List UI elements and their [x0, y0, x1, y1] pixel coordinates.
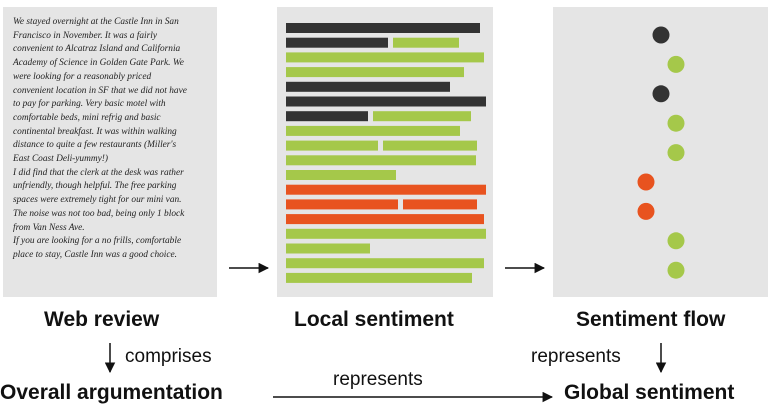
review-line: spaces were extremely tight for our mini… [13, 195, 182, 206]
sentiment-bar-positive [286, 125, 460, 136]
overall-argumentation-label: Overall argumentation [0, 381, 223, 404]
web-review-panel: We stayed overnight at the Castle Inn in… [3, 7, 217, 297]
sentiment-flow-dots [637, 26, 685, 279]
flow-dot-negative [637, 173, 655, 191]
review-line: comfortable beds, mini refrig and basic [13, 112, 161, 123]
flow-dot-positive [667, 144, 685, 162]
sentiment-bar-positive [286, 155, 476, 166]
flow-dot-positive [667, 261, 685, 279]
review-line: place to stay, Castle Inn was a good cho… [13, 249, 178, 260]
review-line: were looking for a reasonably priced [13, 71, 152, 82]
sentiment-bar-positive [286, 272, 472, 283]
represents-left-label: represents [333, 369, 423, 390]
sentiment-bar-neutral [286, 37, 388, 48]
sentiment-bar-positive [286, 140, 378, 151]
sentiment-bar-neutral [286, 96, 486, 107]
sentiment-bar-neutral [286, 23, 480, 33]
sentiment-flow-label: Sentiment flow [576, 308, 726, 331]
review-line: from Van Ness Ave. [13, 222, 85, 233]
review-line: unfriendly, though helpful. The free par… [13, 181, 177, 192]
sentiment-bar-neutral [286, 111, 368, 122]
flow-dot-positive [667, 232, 685, 250]
flow-dot-neutral [652, 26, 670, 44]
review-line: Academy of Science in Golden Gate Park. … [13, 58, 184, 69]
local-sentiment-bars [286, 23, 486, 283]
sentiment-bar-negative [403, 199, 477, 210]
sentiment-bar-positive [383, 140, 477, 151]
sentiment-bar-negative [286, 184, 486, 195]
sentiment-bar-positive [393, 37, 459, 48]
review-line: I did find that the clerk at the desk wa… [13, 167, 184, 178]
flow-dot-neutral [652, 85, 670, 103]
sentiment-bar-positive [286, 52, 484, 63]
review-line: convenient to Alcatraz Island and Califo… [13, 44, 181, 55]
global-sentiment-label: Global sentiment [564, 381, 735, 404]
sentiment-bar-positive [286, 170, 396, 180]
review-line: East Coast Deli-yummy!) [13, 154, 108, 165]
flow-dot-negative [637, 202, 655, 220]
review-line: The noise was not too bad, being only 1 … [13, 208, 185, 219]
sentiment-bar-negative [286, 199, 398, 210]
sentiment-bar-negative [286, 214, 484, 225]
sentiment-bar-positive [286, 67, 464, 78]
sentiment-bar-neutral [286, 81, 450, 92]
review-line: If you are looking for a no frills, comf… [13, 236, 182, 247]
flow-dot-positive [667, 55, 685, 73]
sentiment-bar-positive [286, 258, 484, 269]
review-text: We stayed overnight at the Castle Inn in… [13, 16, 213, 263]
flow-dot-positive [667, 114, 685, 132]
review-line: distance to quite a few restaurants (Mil… [13, 140, 177, 151]
review-line: We stayed overnight at the Castle Inn in… [13, 17, 179, 27]
represents-right-label: represents [531, 346, 621, 367]
review-line: convenient location in SF that we did no… [13, 85, 187, 96]
comprises-label: comprises [125, 346, 212, 367]
sentiment-bar-positive [286, 243, 370, 254]
review-line: continental breakfast. It was within wal… [13, 126, 177, 137]
review-line: to pay for parking. Very basic motel wit… [13, 99, 166, 110]
web-review-label: Web review [44, 308, 160, 331]
sentiment-flow-panel [553, 7, 768, 297]
review-line: Francisco in November. It was a fairly [13, 30, 158, 41]
sentiment-bar-positive [286, 228, 486, 239]
local-sentiment-label: Local sentiment [294, 308, 454, 331]
sentiment-bar-positive [373, 111, 471, 122]
